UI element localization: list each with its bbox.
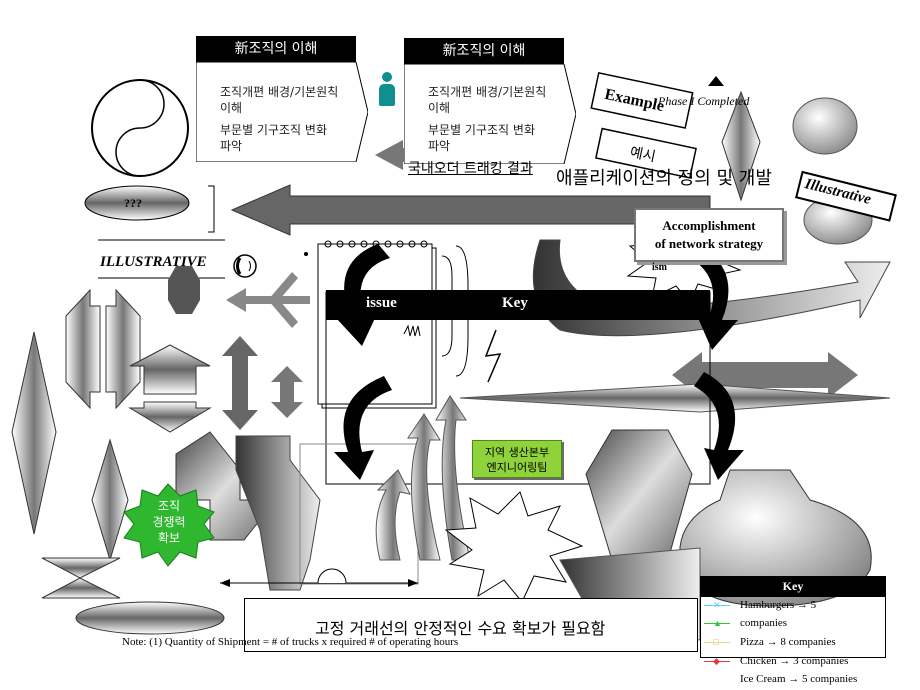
accomplishment-box: Accomplishment of network strategy bbox=[634, 208, 784, 262]
legend-item-2: □ Pizza → 8 companies bbox=[700, 635, 886, 652]
illustrative-left-label: ILLUSTRATIVE bbox=[100, 254, 207, 270]
app-definition-label: 애플리케이션의 정의 및 개발 bbox=[556, 168, 772, 189]
ism-label: ism bbox=[652, 262, 667, 273]
tracking-label: 국내오더 트래킹 결과 bbox=[408, 161, 533, 177]
legend-item-1: ▲ companies bbox=[700, 616, 886, 633]
yin-yang-icon bbox=[91, 79, 189, 177]
green-team-box: 지역 생산본부 엔지니어링팀 bbox=[472, 440, 562, 478]
up-arrow-shape bbox=[129, 344, 211, 395]
card-1-title: 新조직의 이해 bbox=[196, 36, 356, 62]
branch-arrow-icon bbox=[226, 272, 310, 328]
explosion-shape bbox=[444, 491, 584, 603]
triangle-icon bbox=[708, 76, 724, 86]
diamond-shape bbox=[721, 90, 761, 202]
legend-item-3: ◆ Chicken → 3 companies bbox=[700, 654, 886, 671]
legend-item-4: Ice Cream → 5 companies bbox=[740, 673, 858, 685]
legend-item-0: ✕ Hamburgers → 5 bbox=[700, 598, 886, 615]
key-legend-title: Key bbox=[700, 576, 886, 596]
phase-label: Phase I Completed bbox=[658, 94, 750, 108]
key-bar-label: Key bbox=[502, 295, 528, 311]
bracket-line bbox=[208, 185, 215, 233]
key-legend: Key ✕ Hamburgers → 5 ▲ companies □ Pizza… bbox=[700, 576, 886, 690]
bottom-banner-text: 고정 거래선의 안정적인 수요 확보가 필요함 bbox=[315, 619, 606, 638]
person-icon bbox=[378, 72, 396, 108]
issue-key-bar: issue Key bbox=[326, 290, 710, 320]
card-2-title: 新조직의 이해 bbox=[404, 38, 564, 64]
bottom-banner: 고정 거래선의 안정적인 수요 확보가 필요함 bbox=[244, 598, 698, 652]
note-text: Note: (1) Quantity of Shipment = # of tr… bbox=[122, 636, 459, 648]
wide-flat-diamond bbox=[459, 383, 891, 413]
question-ellipse bbox=[84, 185, 190, 221]
issue-label: issue bbox=[366, 295, 397, 311]
phone-icon bbox=[233, 254, 257, 278]
green-burst bbox=[123, 483, 215, 567]
qqq-label: ??? bbox=[124, 196, 142, 210]
down-arrow-shape bbox=[128, 401, 212, 433]
